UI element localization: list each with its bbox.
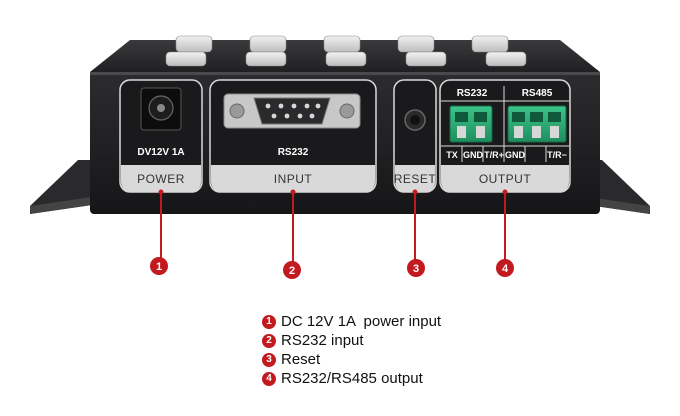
callout-dots <box>158 189 508 195</box>
output-panel: RS232 RS485 TX GND T/R+ GND T/R− <box>439 79 571 193</box>
legend: 1 DC 12V 1A power input 2 RS232 input 3 … <box>262 312 522 388</box>
legend-item-power: 1 DC 12V 1A power input <box>262 312 522 331</box>
reset-button <box>404 109 426 131</box>
terminal-block-rs485 <box>507 105 567 143</box>
legend-text: RS232/RS485 output <box>281 370 423 387</box>
svg-text:4: 4 <box>502 263 509 275</box>
svg-text:2: 2 <box>289 265 295 277</box>
marker-2: 2 <box>283 261 301 279</box>
input-port-label: RS232 <box>278 147 309 158</box>
marker-1: 1 <box>150 257 168 275</box>
input-panel: RS232 INPUT <box>209 79 377 193</box>
callout-lines <box>160 192 506 262</box>
input-caption: INPUT <box>274 172 313 186</box>
dc-power-jack <box>140 87 182 131</box>
legend-number-badge: 1 <box>262 314 276 329</box>
pin-label-gnd-2: GND <box>505 150 526 160</box>
power-caption: POWER <box>137 172 185 186</box>
top-keypad <box>90 35 600 72</box>
legend-number-badge: 2 <box>262 333 276 348</box>
legend-number-badge: 3 <box>262 352 276 367</box>
pin-label-gnd-1: GND <box>463 150 484 160</box>
legend-item-output: 4 RS232/RS485 output <box>262 369 522 388</box>
legend-number-badge: 4 <box>262 371 276 386</box>
marker-4: 4 <box>496 259 514 277</box>
output-header-rs485: RS485 <box>522 88 553 99</box>
power-panel: DV12V 1A POWER <box>119 79 203 193</box>
legend-item-reset: 3 Reset <box>262 350 522 369</box>
marker-3: 3 <box>407 259 425 277</box>
reset-caption: RESET <box>394 172 437 186</box>
svg-text:3: 3 <box>413 263 419 275</box>
pin-label-tr-plus: T/R+ <box>484 150 504 160</box>
legend-text: DC 12V 1A power input <box>281 313 442 330</box>
svg-text:1: 1 <box>156 261 162 273</box>
mounting-flange-left <box>30 160 92 214</box>
reset-panel: RESET <box>393 79 437 193</box>
db9-serial-port <box>223 93 361 129</box>
legend-item-rs232-input: 2 RS232 input <box>262 331 522 350</box>
legend-text: RS232 input <box>281 332 364 349</box>
pin-label-tr-minus: T/R− <box>547 150 567 160</box>
pin-label-tx: TX <box>446 150 458 160</box>
legend-text: Reset <box>281 351 321 368</box>
output-caption: OUTPUT <box>479 172 532 186</box>
power-rating: DV12V 1A <box>137 147 184 158</box>
terminal-block-rs232 <box>449 105 493 143</box>
output-header-rs232: RS232 <box>457 88 488 99</box>
mounting-flange-right <box>588 160 650 214</box>
